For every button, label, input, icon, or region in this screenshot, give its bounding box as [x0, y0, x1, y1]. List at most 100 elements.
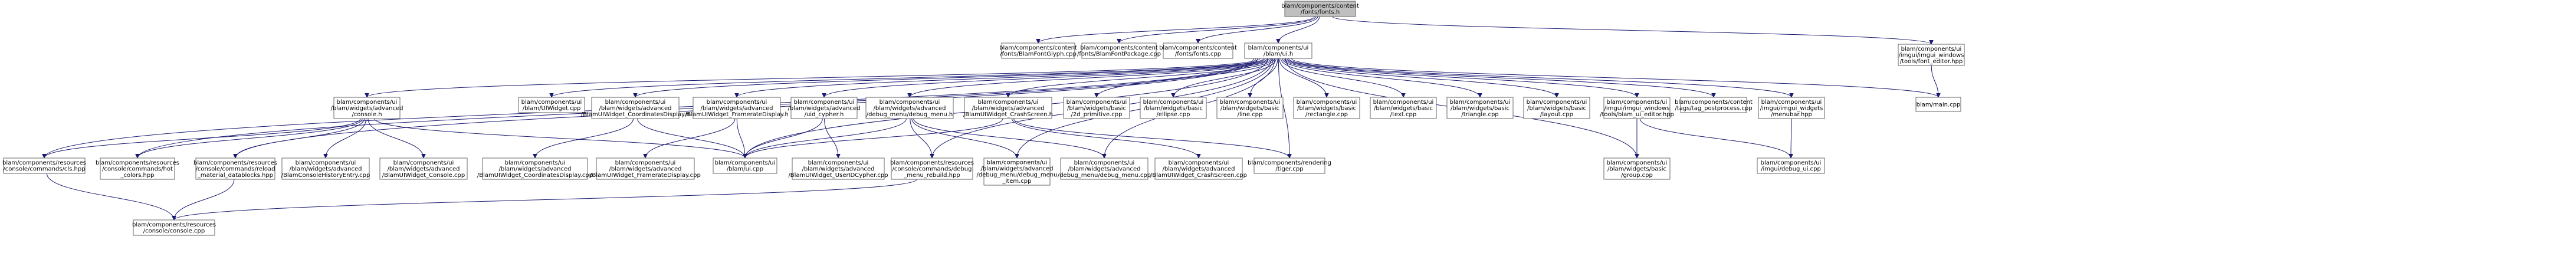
node-label-line: blam/components/ui: [337, 99, 398, 106]
node-reloadmat[interactable]: blam/components/resources/console/comman…: [193, 157, 277, 180]
node-label-line: /console.h: [352, 111, 382, 118]
node-box: [195, 157, 275, 180]
node-label-line: /BlamUIWidget_FramerateDisplay.h: [685, 111, 789, 118]
node-box: [1603, 157, 1671, 180]
node-label-line: blam/components/ui: [1143, 99, 1204, 106]
node-rect[interactable]: blam/components/ui/blam/widgets/basic/re…: [1293, 97, 1360, 119]
node-uidcypher[interactable]: blam/components/ui/blam/widgets/advanced…: [788, 97, 861, 119]
node-label-line: /fonts/BlamFontPackage.cpp: [1077, 51, 1161, 58]
node-bfp[interactable]: blam/components/content/fonts/BlamFontPa…: [1077, 42, 1161, 59]
node-label-line: blam/components/ui: [1297, 99, 1357, 106]
node-ui[interactable]: blam/components/ui/blam/ui.h: [1244, 42, 1312, 59]
node-box: [133, 219, 215, 236]
node-blamui[interactable]: blam/components/ui/blam/ui.cpp: [713, 157, 777, 174]
edge-ui-to-uiwidget: [552, 58, 1264, 98]
node-label-line: /blam/widgets/basic: [1067, 105, 1126, 111]
node-box: [1001, 42, 1075, 59]
edge-ui-to-console: [367, 58, 1261, 98]
node-tagfx[interactable]: blam/components/content/tags/tag_postpro…: [1675, 97, 1753, 113]
node-label-line: /ellipse.cpp: [1157, 111, 1190, 118]
node-histentry[interactable]: blam/components/ui/blam/widgets/advanced…: [281, 157, 370, 180]
node-box: [1060, 157, 1148, 180]
node-label-line: blam/components/ui: [1450, 99, 1511, 106]
node-fontedit[interactable]: blam/components/ui/imgui/imgui_windows/t…: [1898, 44, 1965, 66]
node-label-line: blam/components/content: [1281, 3, 1359, 9]
node-label-line: /fonts/fonts.cpp: [1175, 51, 1221, 58]
edge-crashscreen-to-blamui: [745, 118, 1003, 159]
node-label-line: /console/console.cpp: [143, 228, 205, 235]
edge-framedisp-to-framecpp: [645, 118, 736, 159]
edge-console-to-clshpp: [44, 118, 361, 159]
node-hotcolors[interactable]: blam/components/resources/console/comman…: [96, 157, 179, 180]
node-blammain[interactable]: blam/main.cpp: [1915, 97, 1961, 112]
edge-console-to-consolecpp: [367, 118, 424, 158]
node-coordcpp[interactable]: blam/components/ui/blam/widgets/advanced…: [477, 157, 593, 180]
node-label-line: /uid_cypher.h: [805, 111, 844, 118]
edge-ui-to-coorddisp: [635, 58, 1266, 98]
node-dbgcpp[interactable]: blam/components/ui/blam/widgets/advanced…: [1058, 157, 1151, 180]
node-consolecpp[interactable]: blam/components/ui/blam/widgets/advanced…: [379, 157, 468, 180]
edge-fontedit-to-blammain: [1931, 65, 1938, 97]
node-consolecmd[interactable]: blam/components/resources/console/consol…: [132, 219, 216, 236]
node-box: [591, 97, 680, 119]
node-uidcpp[interactable]: blam/components/ui/blam/widgets/advanced…: [788, 157, 888, 180]
node-box: [100, 157, 175, 180]
node-label-line: /menubar.hpp: [1771, 111, 1812, 118]
node-label-line: blam/components/ui: [715, 160, 776, 166]
node-box: [1915, 97, 1961, 112]
edge-coorddisp-to-coordcpp: [535, 118, 634, 159]
node-triangle[interactable]: blam/components/ui/blam/widgets/basic/tr…: [1446, 97, 1514, 119]
node-d2prim[interactable]: blam/components/ui/blam/widgets/basic/2d…: [1063, 97, 1130, 119]
node-label-line: /blam/widgets/advanced: [331, 105, 403, 111]
edge-ui-to-blammain: [1291, 58, 1938, 98]
node-bfg[interactable]: blam/components/content/fonts/BlamFontGl…: [999, 42, 1077, 59]
node-coorddisp[interactable]: blam/components/ui/blam/widgets/advanced…: [581, 97, 690, 119]
node-root[interactable]: blam/components/content/fonts/fonts.h: [1281, 1, 1359, 17]
node-menubar[interactable]: blam/components/ui/imgui/imgui_widgets/m…: [1758, 97, 1825, 119]
node-box: [1757, 157, 1825, 174]
node-label-line: /blam/ui.h: [1264, 51, 1293, 58]
node-box: [1680, 97, 1747, 113]
node-label-line: blam/components/rendering: [1248, 160, 1331, 166]
node-box: [482, 157, 588, 180]
node-label-line: /text.cpp: [1390, 111, 1416, 118]
node-line[interactable]: blam/components/ui/blam/widgets/basic/li…: [1216, 97, 1284, 119]
node-layout[interactable]: blam/components/ui/blam/widgets/basic/la…: [1523, 97, 1590, 119]
node-text[interactable]: blam/components/ui/blam/widgets/basic/te…: [1370, 97, 1437, 119]
node-label-line: /BlamUIWidget_Console.cpp: [382, 172, 465, 179]
node-label-line: blam/components/ui: [1761, 99, 1822, 106]
node-dbgitem[interactable]: blam/components/ui/blam/widgets/advanced…: [977, 157, 1058, 186]
node-label-line: blam/components/ui: [1169, 160, 1229, 166]
node-fcpp[interactable]: blam/components/content/fonts/fonts.cpp: [1159, 42, 1237, 59]
node-tiger[interactable]: blam/components/rendering/tiger.cpp: [1248, 157, 1331, 174]
node-ellipse[interactable]: blam/components/ui/blam/widgets/basic/el…: [1140, 97, 1207, 119]
node-uieditor[interactable]: blam/components/ui/imgui/imgui_windows/t…: [1600, 97, 1674, 119]
node-label-line: blam/components/ui: [296, 160, 356, 166]
node-label-line: /triangle.cpp: [1461, 111, 1498, 118]
node-debugui[interactable]: blam/components/ui/imgui/debug_ui.cpp: [1757, 157, 1825, 174]
node-dbgrebuild[interactable]: blam/components/resources/console/comman…: [890, 157, 974, 180]
edge-crashscreen-to-crashcpp: [1011, 118, 1199, 159]
node-framecpp[interactable]: blam/components/ui/blam/widgets/advanced…: [590, 157, 701, 180]
node-label-line: blam/components/ui: [707, 99, 767, 106]
node-framedisp[interactable]: blam/components/ui/blam/widgets/advanced…: [685, 97, 789, 119]
node-label-line: blam/components/ui: [808, 160, 869, 166]
node-console[interactable]: blam/components/ui/blam/widgets/advanced…: [331, 97, 403, 119]
node-label-line: /rectangle.cpp: [1305, 111, 1348, 118]
node-box: [1523, 97, 1590, 119]
node-label-line: /BlamUIWidget_CrashScreen.cpp: [1150, 172, 1247, 179]
node-label-line: /debug_menu/debug_menu.cpp: [1058, 172, 1151, 179]
node-group[interactable]: blam/components/ui/blam/widgets/basic/gr…: [1603, 157, 1671, 180]
node-box: [693, 97, 781, 119]
node-uiwidget[interactable]: blam/components/ui/blam/UIWidget.cpp: [518, 97, 585, 113]
node-crashscreen[interactable]: blam/components/ui/blam/widgets/advanced…: [963, 97, 1053, 119]
node-label-line: blam/components/ui: [1248, 45, 1309, 51]
node-crashcpp[interactable]: blam/components/ui/blam/widgets/advanced…: [1150, 157, 1247, 180]
node-clshpp[interactable]: blam/components/resources/console/comman…: [2, 157, 86, 174]
node-label-line: blam/components/ui: [605, 99, 666, 106]
node-debugmenu[interactable]: blam/components/ui/blam/widgets/advanced…: [865, 97, 954, 119]
edge-ui-to-tagfx: [1287, 58, 1714, 98]
node-label-line: blam/components/ui: [1607, 160, 1668, 166]
node-box: [1293, 97, 1360, 119]
